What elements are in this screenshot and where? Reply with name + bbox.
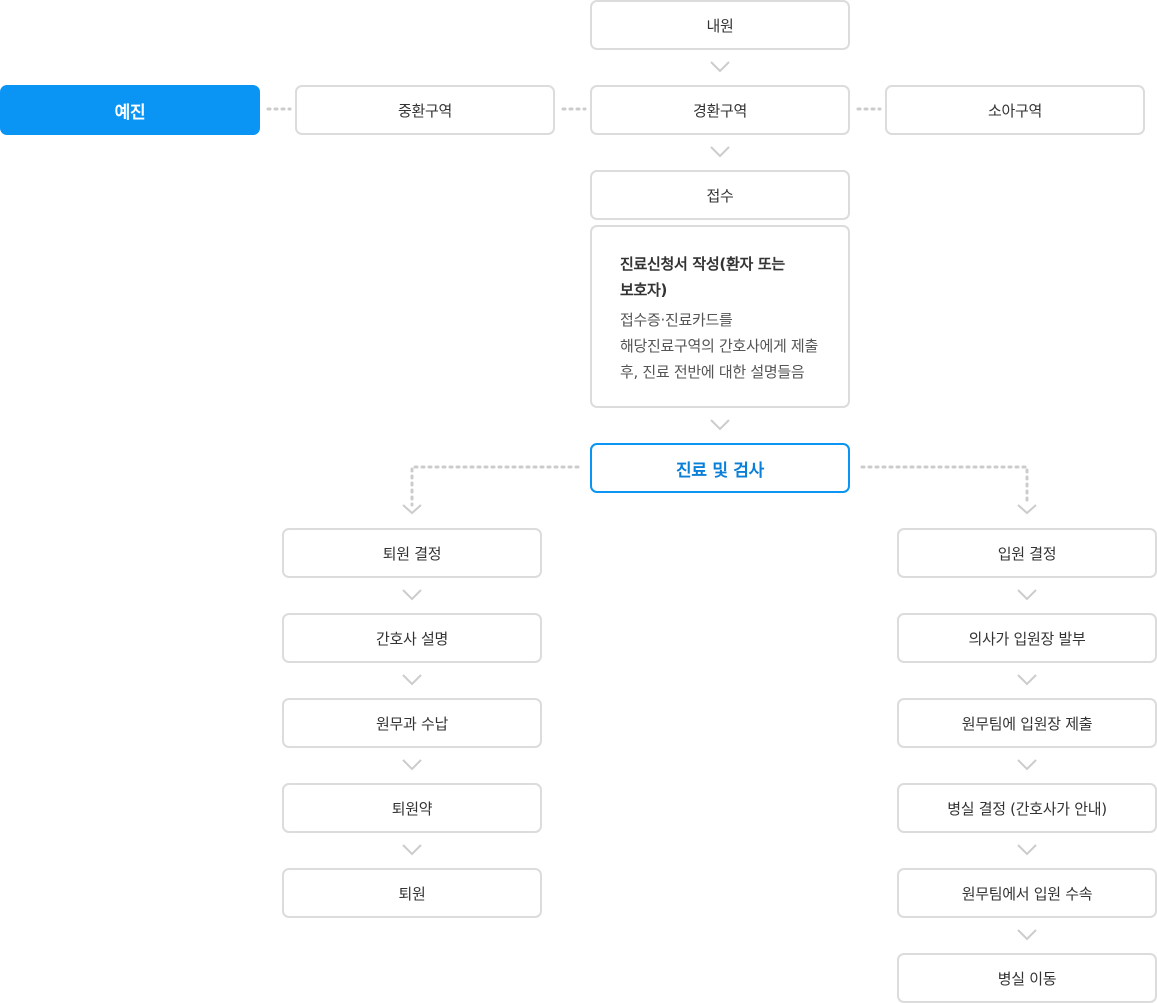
chevron-down-icon bbox=[402, 759, 422, 771]
chevron-down-icon bbox=[1017, 759, 1037, 771]
connector-exam-discharge bbox=[410, 465, 580, 507]
arrival-label: 내원 bbox=[706, 16, 734, 35]
exam-box: 진료 및 검사 bbox=[590, 443, 850, 493]
admission-step-2: 의사가 입원장 발부 bbox=[897, 613, 1157, 663]
admission-step-1: 입원 결정 bbox=[897, 528, 1157, 578]
form-detail-box: 진료신청서 작성(환자 또는 보호자) 접수증·진료카드를 해당진료구역의 간호… bbox=[590, 225, 850, 408]
pediatric-zone-label: 소아구역 bbox=[987, 101, 1042, 120]
admission-step-3: 원무팀에 입원장 제출 bbox=[897, 698, 1157, 748]
discharge-step-label: 퇴원약 bbox=[391, 799, 433, 818]
form-title: 진료신청서 작성(환자 또는 보호자) bbox=[620, 255, 785, 299]
reception-box: 접수 bbox=[590, 170, 850, 220]
chevron-down-icon bbox=[1017, 844, 1037, 856]
severe-zone-box: 중환구역 bbox=[295, 85, 555, 135]
discharge-step-1: 퇴원 결정 bbox=[282, 528, 542, 578]
discharge-step-4: 퇴원약 bbox=[282, 783, 542, 833]
chevron-down-icon bbox=[710, 61, 730, 73]
mild-zone-label: 경환구역 bbox=[692, 101, 747, 120]
pediatric-zone-box: 소아구역 bbox=[885, 85, 1145, 135]
admission-step-4: 병실 결정 (간호사가 안내) bbox=[897, 783, 1157, 833]
admission-step-label: 의사가 입원장 발부 bbox=[968, 629, 1086, 648]
exam-label: 진료 및 검사 bbox=[676, 460, 764, 481]
chevron-down-icon bbox=[1017, 929, 1037, 941]
chevron-down-icon bbox=[1017, 504, 1037, 515]
connector-exam-admission bbox=[860, 465, 1029, 507]
admission-step-label: 원무팀에서 입원 수속 bbox=[961, 884, 1093, 903]
chevron-down-icon bbox=[402, 844, 422, 856]
discharge-step-label: 퇴원 bbox=[398, 884, 426, 903]
chevron-down-icon bbox=[402, 504, 422, 515]
discharge-step-label: 퇴원 결정 bbox=[382, 544, 442, 563]
arrival-box: 내원 bbox=[590, 0, 850, 50]
chevron-down-icon bbox=[710, 419, 730, 431]
chevron-down-icon bbox=[710, 146, 730, 158]
severe-zone-label: 중환구역 bbox=[397, 101, 452, 120]
triage-box: 예진 bbox=[0, 85, 260, 135]
discharge-step-2: 간호사 설명 bbox=[282, 613, 542, 663]
discharge-step-3: 원무과 수납 bbox=[282, 698, 542, 748]
admission-step-label: 원무팀에 입원장 제출 bbox=[961, 714, 1093, 733]
admission-step-label: 병실 이동 bbox=[997, 969, 1057, 988]
chevron-down-icon bbox=[402, 589, 422, 601]
chevron-down-icon bbox=[1017, 589, 1037, 601]
discharge-step-5: 퇴원 bbox=[282, 868, 542, 918]
admission-step-5: 원무팀에서 입원 수속 bbox=[897, 868, 1157, 918]
form-description: 접수증·진료카드를 해당진료구역의 간호사에게 제출 후, 진료 전반에 대한 … bbox=[620, 311, 818, 381]
discharge-step-label: 원무과 수납 bbox=[376, 714, 448, 733]
chevron-down-icon bbox=[402, 674, 422, 686]
mild-zone-box: 경환구역 bbox=[590, 85, 850, 135]
admission-step-6: 병실 이동 bbox=[897, 953, 1157, 1003]
discharge-step-label: 간호사 설명 bbox=[376, 629, 448, 648]
triage-label: 예진 bbox=[114, 102, 146, 123]
chevron-down-icon bbox=[1017, 674, 1037, 686]
admission-step-label: 병실 결정 (간호사가 안내) bbox=[947, 799, 1107, 818]
reception-label: 접수 bbox=[706, 186, 734, 205]
admission-step-label: 입원 결정 bbox=[997, 544, 1057, 563]
